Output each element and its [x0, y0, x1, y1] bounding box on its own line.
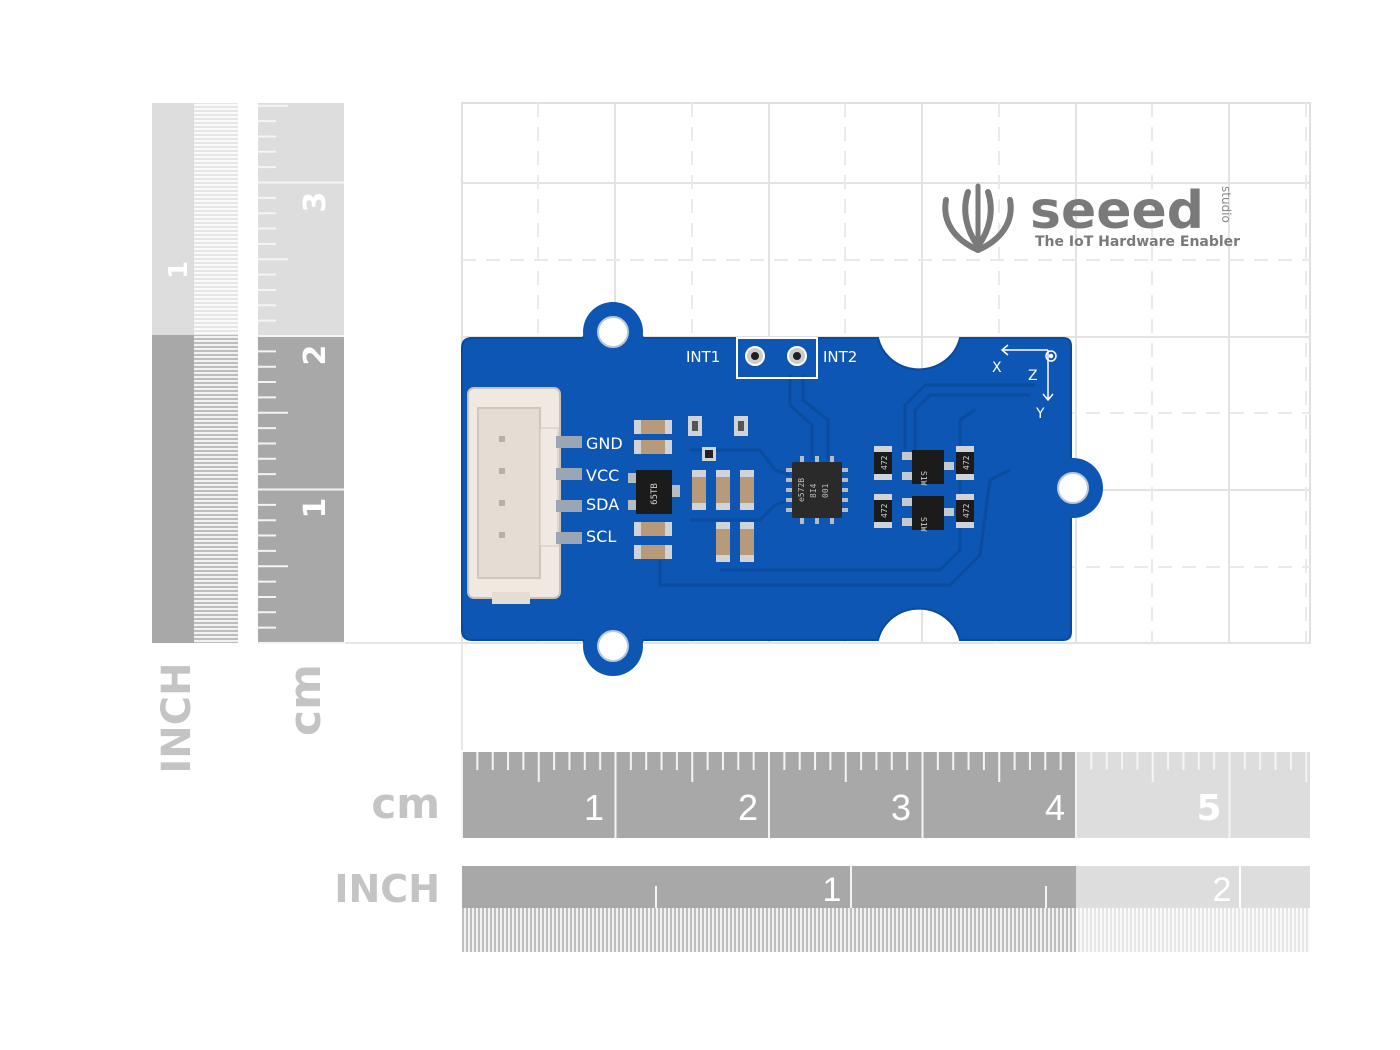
horizontal-cm-tick-3: 3	[891, 787, 911, 828]
voltage-regulator: 65TB	[628, 470, 680, 514]
pcb-traces	[658, 375, 1035, 587]
mount-hole-top	[597, 316, 629, 348]
horizontal-inch-tick-1: 1	[823, 871, 842, 909]
vertical-cm-ruler: 1 2 3	[258, 103, 344, 644]
horizontal-cm-tick-4: 4	[1045, 787, 1065, 828]
horizontal-inch-ruler: 1 2	[462, 866, 1310, 952]
int1-label: INT1	[686, 348, 720, 366]
seeed-leaf-icon	[942, 183, 1014, 253]
axis-z-label: Z	[1028, 368, 1038, 384]
horizontal-cm-ruler: 1 2 3 4 5	[461, 752, 1310, 838]
horizontal-inch-tick-2: 2	[1213, 871, 1232, 909]
brand-tagline: The IoT Hardware Enabler	[1035, 234, 1240, 250]
pcb-board: GND VCC SDA SCL INT1 INT2 X Z Y	[461, 302, 1103, 676]
pin-label-gnd: GND	[586, 434, 623, 453]
pin-label-scl: SCL	[586, 527, 616, 546]
pin-label-sda: SDA	[586, 495, 619, 514]
vertical-inch-tick-1: 1	[164, 261, 194, 279]
resistor-mark-1: 472	[880, 455, 889, 470]
capacitors	[634, 416, 754, 562]
ic-mark-3: 001	[821, 483, 830, 498]
vertical-inch-ruler: 1	[152, 103, 238, 643]
resistor-mark-2: 472	[880, 503, 889, 518]
horizontal-cm-tick-2: 2	[738, 787, 758, 828]
horizontal-inch-unit: INCH	[334, 867, 440, 911]
grove-connector	[467, 387, 582, 604]
horizontal-cm-unit: cm	[371, 779, 440, 828]
resistor-mark-3: 472	[962, 455, 971, 470]
interrupt-pads: INT1 INT2	[686, 337, 857, 379]
level-shifter: 472 472 472 472 S1W S1W	[874, 446, 974, 532]
seeed-logo: seeed studio The IoT Hardware Enabler	[942, 181, 1240, 253]
mount-hole-bottom	[597, 630, 629, 662]
regulator-mark: 65TB	[650, 483, 660, 505]
vertical-cm-unit: cm	[280, 664, 331, 736]
ic-mark-2: 8I4	[809, 483, 818, 498]
connector-pins	[556, 436, 582, 544]
vertical-inch-unit: INCH	[154, 662, 200, 773]
axis-x-label: X	[992, 360, 1002, 376]
pin-label-vcc: VCC	[586, 466, 619, 485]
mosfet-mark-2: S1W	[919, 517, 928, 532]
horizontal-cm-tick-1: 1	[584, 787, 604, 828]
accelerometer-ic: e572B 8I4 001	[786, 456, 848, 524]
int2-label: INT2	[823, 348, 857, 366]
axis-indicator	[1000, 344, 1057, 402]
vertical-cm-tick-2: 2	[298, 345, 333, 366]
horizontal-cm-tick-5: 5	[1196, 788, 1221, 829]
vertical-cm-tick-1: 1	[298, 498, 333, 519]
resistor-mark-4: 472	[962, 503, 971, 518]
axis-y-label: Y	[1035, 406, 1045, 422]
brand-studio: studio	[1219, 186, 1233, 223]
brand-name: seeed	[1030, 181, 1204, 241]
mount-hole-right	[1057, 472, 1089, 504]
mosfet-mark-1: S1W	[919, 471, 928, 486]
vertical-cm-tick-3: 3	[298, 192, 333, 213]
ic-mark-1: e572B	[797, 478, 806, 502]
